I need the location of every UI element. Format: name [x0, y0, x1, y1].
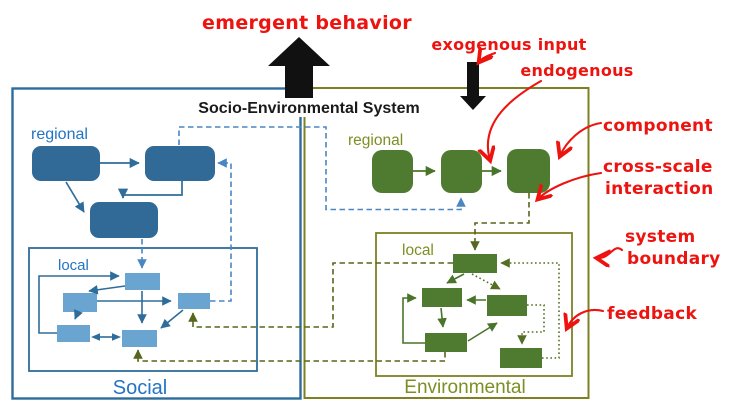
cross-scale-label-line2: interaction — [605, 179, 714, 199]
pointer-system-boundary — [597, 247, 624, 258]
env-regional-node-3 — [507, 149, 550, 193]
social-local-nodes — [57, 273, 210, 347]
social-regional-nodes — [32, 146, 215, 238]
edge-se-sd — [160, 309, 184, 329]
edge-sb-sc — [74, 309, 83, 320]
edge-r2-r3 — [117, 181, 183, 199]
pointer-exogenous-input — [479, 53, 497, 62]
social-local-node-e — [178, 293, 210, 309]
env-regional-label: regional — [348, 132, 403, 149]
env-regional-node-2 — [441, 150, 482, 193]
edge-e3-e4 — [437, 307, 447, 328]
env-local-nodes — [422, 254, 542, 368]
social-regional-node-1 — [32, 146, 100, 181]
feedback-label: feedback — [607, 304, 697, 324]
edge-sc-sd-arrowhead-right — [112, 333, 121, 341]
env-local-label: local — [402, 242, 434, 259]
social-local-node-c — [57, 325, 90, 342]
env-dotted-feedback-loop — [471, 258, 560, 359]
edge-env-local-to-social-local-2 — [133, 349, 446, 362]
pointer-cross-scale — [538, 171, 603, 199]
social-regional-label: regional — [31, 126, 88, 143]
social-regional-arrows — [65, 157, 183, 213]
env-local-node-4 — [425, 333, 467, 352]
env-local-node-1 — [453, 254, 497, 273]
env-local-arrows — [402, 273, 498, 344]
social-local-node-a — [125, 273, 160, 290]
edge-e1-e3 — [446, 273, 465, 284]
red-annotations: emergent behavior exogenous input endoge… — [202, 12, 721, 328]
social-local-box — [28, 247, 258, 372]
social-local-node-b — [63, 293, 97, 312]
cross-scale-label-line1: cross-scale — [603, 157, 713, 177]
environmental-system-boundary-box — [303, 87, 590, 399]
env-local-node-5 — [500, 348, 542, 368]
env-regional-node-1 — [372, 150, 413, 193]
edge-sc-sa — [38, 271, 120, 334]
env-dashed-links — [133, 193, 530, 362]
env-system-label: Environmental — [404, 377, 525, 398]
system-boundary-label-line1: system — [625, 227, 696, 247]
edge-env-regional-to-local — [470, 193, 530, 251]
env-regional-nodes — [372, 149, 550, 193]
pointer-endogenous — [488, 79, 543, 160]
component-label: component — [603, 116, 713, 136]
social-local-label: local — [58, 257, 89, 274]
social-system-boundary-box — [11, 87, 302, 400]
social-local-node-d — [122, 330, 157, 347]
edge-e4-e3 — [402, 293, 425, 344]
environmental-local-box — [375, 232, 573, 377]
pointer-component — [560, 121, 603, 156]
edge-sa-sb — [88, 285, 126, 295]
social-regional-node-3 — [90, 202, 158, 238]
social-system-label: Social — [113, 377, 167, 399]
social-dashed-links — [137, 126, 466, 302]
system-boundary-label-line2: boundary — [627, 249, 721, 269]
pointer-feedback — [567, 308, 605, 328]
edge-social-local-to-regional — [210, 158, 232, 302]
diagram-title: Socio-Environmental System — [198, 100, 419, 117]
env-local-node-2 — [487, 295, 527, 316]
social-local-arrows — [38, 271, 184, 338]
env-local-node-3 — [422, 288, 462, 307]
edge-e1-e2-dotted — [471, 273, 501, 290]
edge-sc-sd-arrowhead-left — [91, 333, 100, 341]
exogenous-input-down-arrow — [460, 62, 486, 110]
emergent-behavior-up-arrow — [268, 37, 330, 99]
edge-env-local-to-social-local-1 — [188, 262, 453, 328]
edge-e5-e1-dotted — [500, 258, 560, 359]
edge-e4-e2 — [467, 322, 498, 342]
red-annotation-arrows — [479, 53, 624, 328]
edge-social-regional-to-env-regional — [178, 126, 466, 211]
social-regional-node-2 — [145, 146, 215, 181]
emergent-behavior-label: emergent behavior — [202, 12, 412, 34]
edge-r1-r3 — [65, 181, 85, 213]
endogenous-label: endogenous — [520, 61, 633, 80]
title-backdrop — [197, 98, 421, 117]
exogenous-input-label: exogenous input — [431, 35, 586, 54]
